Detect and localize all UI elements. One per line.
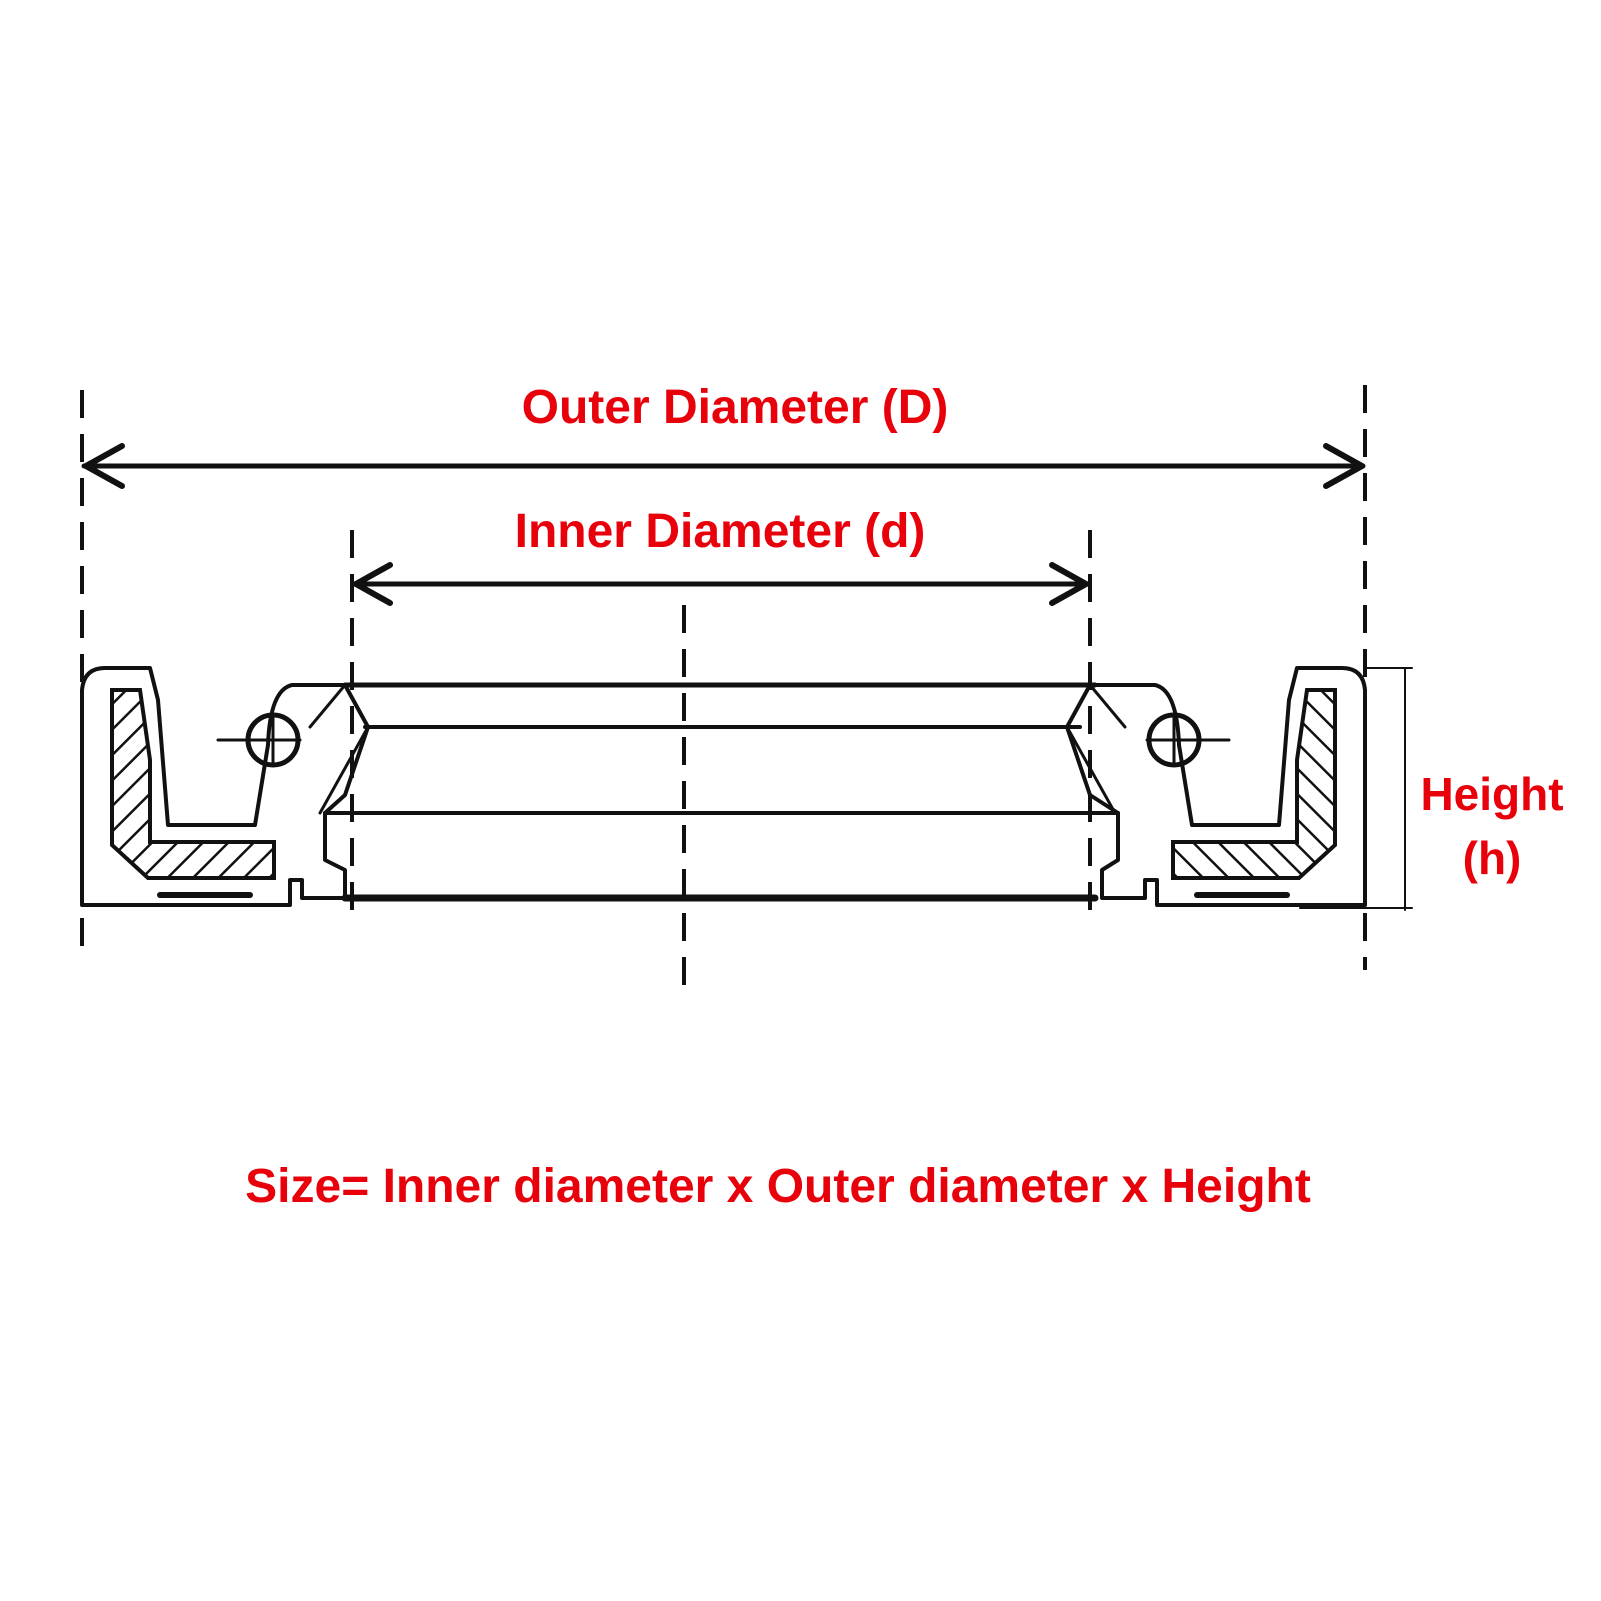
right-seal-cross-section [1065, 666, 1367, 907]
outer-diameter-label: Outer Diameter (D) [522, 381, 949, 434]
height-symbol-label: (h) [1463, 832, 1522, 884]
height-label: Height [1420, 768, 1563, 820]
inner-diameter-arrow [351, 562, 1091, 606]
inner-diameter-label: Inner Diameter (d) [515, 505, 926, 558]
seal-center-profile [323, 682, 1120, 902]
size-formula-label: Size= Inner diameter x Outer diameter x … [245, 1160, 1311, 1213]
outer-diameter-arrow [81, 443, 1366, 489]
height-dimension-bracket [1299, 667, 1413, 911]
left-seal-cross-section [80, 666, 370, 907]
